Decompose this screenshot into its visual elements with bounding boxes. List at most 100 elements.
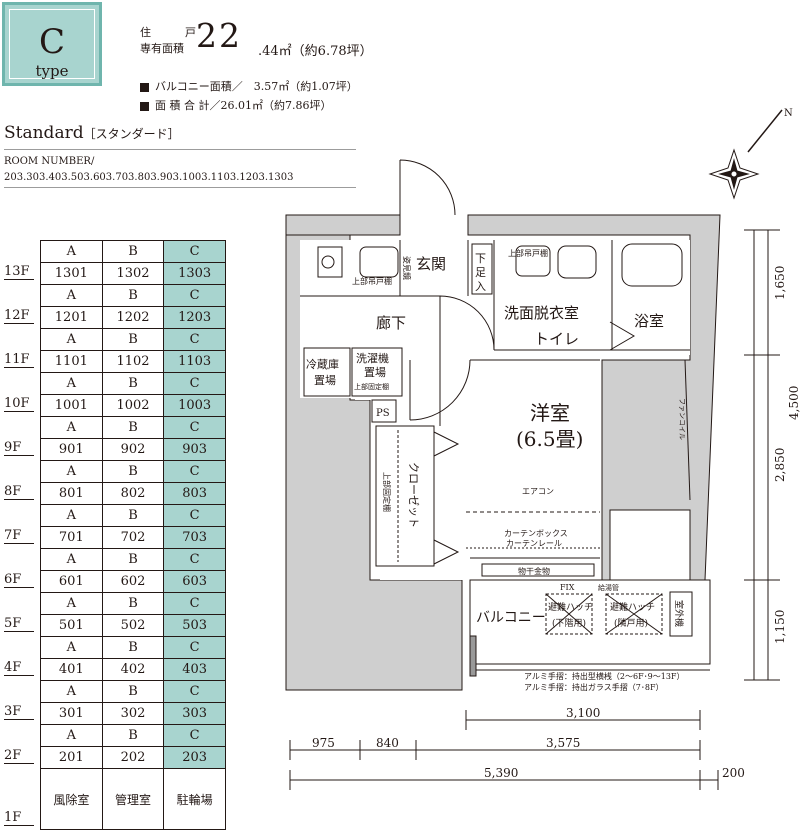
divider	[4, 149, 356, 150]
unit-number-cell: 203	[163, 746, 226, 769]
floor-label: 2F	[4, 748, 34, 764]
label-hatch2-1: 避難ハッチ	[610, 601, 655, 613]
column-header: A	[40, 504, 103, 527]
column-header: A	[40, 416, 103, 439]
floor-label: 3F	[4, 704, 34, 720]
label-ps: PS	[376, 408, 390, 419]
unit-number-cell: 1201	[40, 306, 103, 329]
label-closet: クローゼット	[407, 462, 420, 528]
outer-wall	[285, 214, 401, 236]
column-header: B	[101, 328, 165, 351]
floor-label: 6F	[4, 572, 34, 588]
floor-label: 11F	[4, 352, 34, 368]
label-balcony: バルコニー	[476, 610, 546, 626]
column-header: B	[101, 636, 165, 659]
label-rail2: アルミ手摺：持出ガラス手摺（7･8F）	[524, 682, 664, 692]
unit-number-cell: 503	[163, 614, 226, 637]
label-western-2: (6.5畳)	[516, 427, 583, 451]
unit-number-cell: 201	[40, 746, 103, 769]
column-header: A	[40, 284, 103, 307]
unit-number-cell: 301	[40, 702, 103, 725]
unit-number-cell: 1003	[163, 394, 226, 417]
unit-number-cell: 603	[163, 570, 226, 593]
column-header: C	[163, 240, 226, 263]
unit-number-cell: 601	[40, 570, 103, 593]
column-header: C	[163, 724, 226, 747]
unit-number-cell: 802	[101, 482, 165, 505]
label-hatch2-2: (隣戸用)	[614, 617, 648, 629]
floor-label: 12F	[4, 308, 34, 324]
unit-number-cell: 1303	[163, 262, 226, 285]
label-service-pipe: 給湯管	[598, 583, 619, 592]
column-header: C	[163, 372, 226, 395]
dim-840: 840	[376, 736, 399, 750]
column-header: A	[40, 460, 103, 483]
column-header: C	[163, 548, 226, 571]
area-label-line1: 住 戸	[140, 26, 196, 39]
label-rail1: アルミ手摺：持出型横桟（2〜6F･9〜13F）	[524, 671, 684, 681]
ground-floor-cell: 風除室	[40, 768, 103, 830]
column-header: B	[101, 504, 165, 527]
unit-number-cell: 602	[101, 570, 165, 593]
square-bullet-icon	[140, 82, 149, 92]
unit-number-cell: 1001	[40, 394, 103, 417]
standard-subtitle: ［スタンダード］	[83, 127, 180, 141]
column-header: A	[40, 328, 103, 351]
unit-number-cell: 801	[40, 482, 103, 505]
column-header: C	[163, 328, 226, 351]
column-header: C	[163, 636, 226, 659]
dim-4500: 4,500	[787, 386, 800, 420]
column-header: C	[163, 416, 226, 439]
ground-floor-cell: 管理室	[101, 768, 165, 830]
square-bullet-icon	[140, 101, 149, 111]
room-number-label: ROOM NUMBER/	[4, 156, 95, 167]
label-shoe-cabinet-1: 下	[475, 252, 486, 265]
balcony-area: バルコニー面積／ 3.57㎡（約1.07坪）	[155, 80, 358, 93]
column-header: A	[40, 372, 103, 395]
dim-3575: 3,575	[546, 736, 580, 750]
floor-label: 9F	[4, 440, 34, 456]
label-hanger: 物干金物	[518, 566, 550, 576]
area-label-line2: 専有面積	[140, 42, 184, 55]
column-header: C	[163, 504, 226, 527]
label-curtain-box: カーテンボックス	[504, 529, 568, 538]
floor-label: 13F	[4, 264, 34, 280]
area-rest: .44㎡（約6.78坪）	[258, 44, 373, 59]
dim-1650: 1,650	[773, 266, 787, 300]
label-fan: ファンコイル	[678, 398, 686, 440]
label-fridge-2: 置場	[314, 374, 336, 387]
unit-number-cell: 1101	[40, 350, 103, 373]
column-header: B	[101, 372, 165, 395]
floor-label: 5F	[4, 616, 34, 632]
column-header: B	[101, 548, 165, 571]
label-washroom-2: トイレ	[534, 330, 579, 348]
unit-number-cell: 1203	[163, 306, 226, 329]
label-washroom-1: 洗面脱衣室	[504, 304, 579, 322]
unit-number-cell: 303	[163, 702, 226, 725]
standard-title-text: Standard	[4, 123, 84, 143]
unit-number-cell: 1302	[101, 262, 165, 285]
unit-number-cell: 501	[40, 614, 103, 637]
unit-number-cell: 302	[101, 702, 165, 725]
standard-title: Standard［スタンダード］	[4, 123, 180, 143]
unit-number-cell: 401	[40, 658, 103, 681]
column-header: A	[40, 548, 103, 571]
dim-2850: 2,850	[773, 448, 787, 482]
